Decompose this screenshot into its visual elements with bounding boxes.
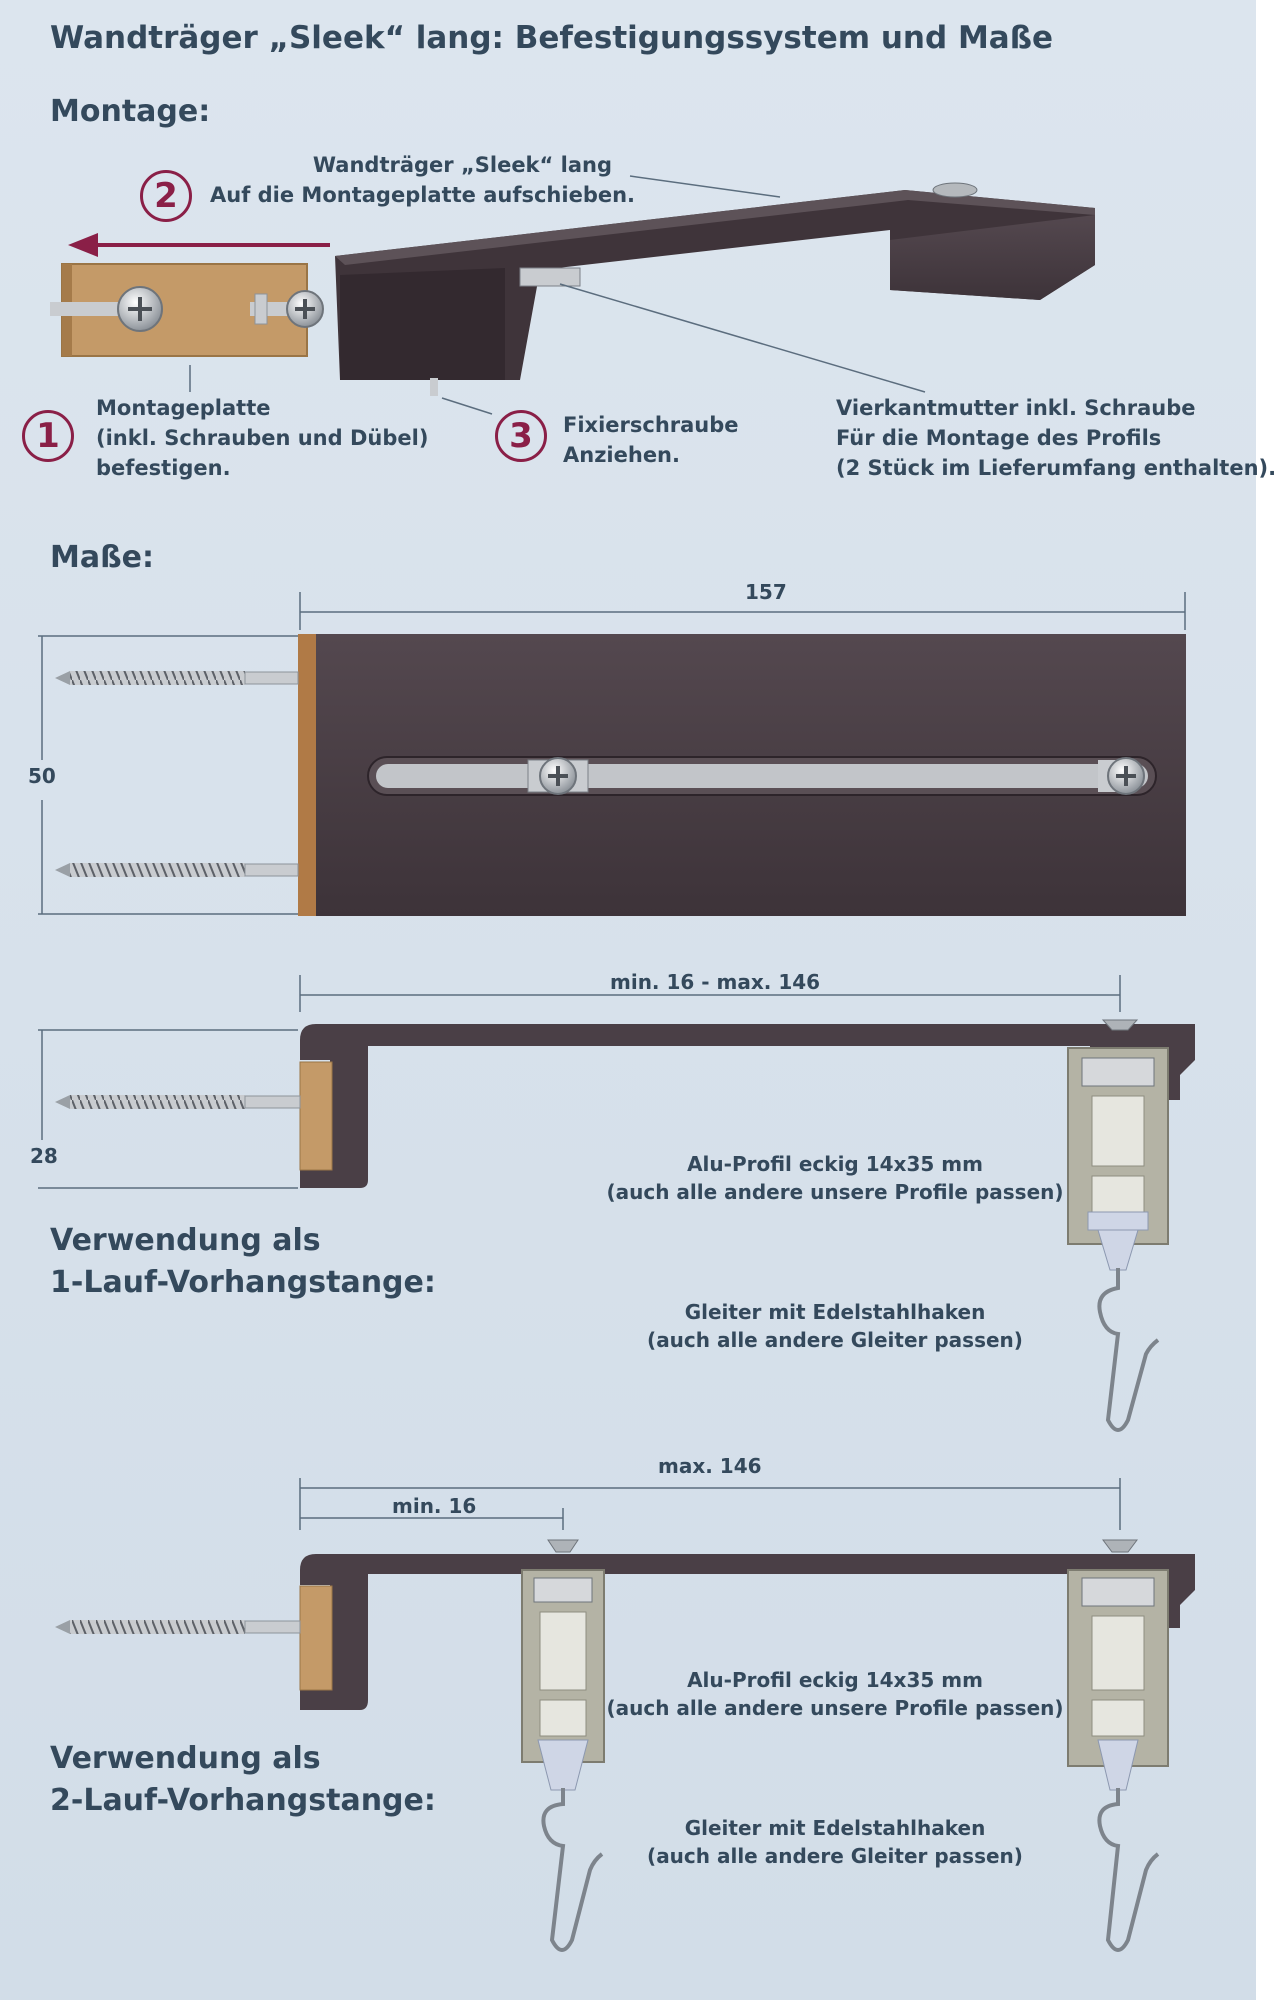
dimension-146-double (299, 1478, 1121, 1530)
single-glider-label-line-1: Gleiter mit Edelstahlhaken (684, 1300, 986, 1324)
dimension-157 (38, 592, 1186, 915)
single-profile-label: Alu-Profil eckig 14x35 mm (auch alle and… (600, 1150, 1070, 1206)
plate-label-line-3: befestigen. (96, 456, 231, 480)
plate-label-line-2: (inkl. Schrauben und Dübel) (96, 426, 429, 450)
montage-heading: Montage: (50, 94, 211, 129)
bracket-label-line-1: Wandträger „Sleek“ lang (312, 153, 612, 177)
dimension-16-146-single (38, 975, 1121, 1189)
single-heading-line-2: 1-Lauf-Vorhangstange: (50, 1265, 436, 1300)
wall-bracket-3d (335, 182, 1095, 396)
double-profile-label: Alu-Profil eckig 14x35 mm (auch alle and… (600, 1666, 1070, 1722)
alu-profile-double-right (1067, 1569, 1169, 1952)
screw-label-line-1: Fixierschraube (563, 413, 739, 437)
bracket-label: Wandträger „Sleek“ lang Auf die Montagep… (210, 150, 636, 210)
nut-label-line-3: (2 Stück im Lieferumfang enthalten). (836, 456, 1276, 480)
screw-label-line-2: Anziehen. (563, 443, 680, 467)
wall-screws-top-view (55, 671, 299, 877)
single-heading-line-1: Verwendung als (50, 1223, 321, 1258)
nut-label-line-1: Vierkantmutter inkl. Schraube (836, 396, 1196, 420)
slide-direction-arrow (68, 233, 330, 257)
double-heading: Verwendung als 2-Lauf-Vorhangstange: (50, 1738, 436, 1822)
nut-label: Vierkantmutter inkl. Schraube Für die Mo… (836, 393, 1276, 483)
double-glider-label-line-2: (auch alle andere Gleiter passen) (647, 1844, 1023, 1868)
page-title: Wandträger „Sleek“ lang: Befestigungssys… (50, 20, 1054, 56)
nut-label-line-2: Für die Montage des Profils (836, 426, 1162, 450)
plate-label-line-1: Montageplatte (96, 396, 271, 420)
single-profile-label-line-1: Alu-Profil eckig 14x35 mm (687, 1152, 983, 1176)
leader-lines-montage (189, 175, 926, 415)
step-3-badge: 3 (495, 410, 547, 462)
mounting-plate (50, 263, 324, 357)
single-heading: Verwendung als 1-Lauf-Vorhangstange: (50, 1220, 436, 1304)
bracket-top-view (298, 634, 1186, 916)
double-heading-line-1: Verwendung als (50, 1741, 321, 1776)
dimension-min-label: min. 16 (392, 1494, 477, 1518)
masse-heading: Maße: (50, 540, 155, 575)
step-1-badge: 1 (22, 410, 74, 462)
alu-profile-single (1067, 1047, 1169, 1432)
dimension-length-label: 157 (745, 580, 787, 604)
single-profile-label-line-2: (auch alle andere unsere Profile passen) (606, 1180, 1064, 1204)
dimension-range-single-label: min. 16 - max. 146 (610, 970, 821, 994)
double-glider-label: Gleiter mit Edelstahlhaken (auch alle an… (600, 1814, 1070, 1870)
screw-label: Fixierschraube Anziehen. (563, 410, 739, 470)
double-profile-label-line-2: (auch alle andere unsere Profile passen) (606, 1696, 1064, 1720)
step-2-badge: 2 (140, 170, 192, 222)
bracket-side-view-single (55, 1019, 1195, 1188)
alu-profile-double-left (521, 1569, 605, 1952)
single-glider-label: Gleiter mit Edelstahlhaken (auch alle an… (600, 1298, 1070, 1354)
dimension-max-label: max. 146 (658, 1454, 762, 1478)
double-heading-line-2: 2-Lauf-Vorhangstange: (50, 1783, 436, 1818)
dimension-depth-label: 28 (30, 1144, 58, 1168)
dimension-height-label: 50 (28, 764, 56, 788)
double-profile-label-line-1: Alu-Profil eckig 14x35 mm (687, 1668, 983, 1692)
double-glider-label-line-1: Gleiter mit Edelstahlhaken (684, 1816, 986, 1840)
plate-label: Montageplatte (inkl. Schrauben und Dübel… (96, 393, 428, 483)
bracket-label-line-2: Auf die Montageplatte aufschieben. (210, 183, 636, 207)
single-glider-label-line-2: (auch alle andere Gleiter passen) (647, 1328, 1023, 1352)
